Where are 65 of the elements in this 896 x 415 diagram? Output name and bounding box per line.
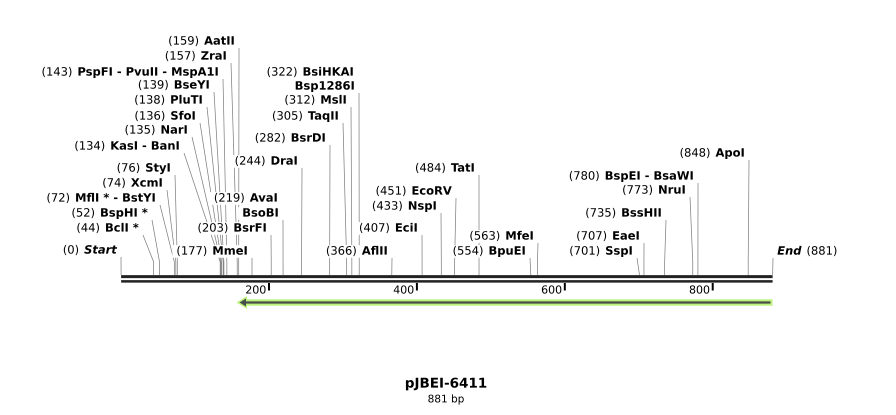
enzyme-label: (707) EaeI [572,230,644,243]
leader-line [142,234,154,276]
enzyme-label: (563) MfeI [465,230,538,243]
start-label: (0) Start [58,244,121,257]
enzyme-label: (701) SspI [565,245,637,258]
enzyme-label: (282) BsrDI [250,132,330,145]
leader-line [329,144,330,276]
leader-line [120,256,122,276]
enzyme-label: (554) BpuEI [448,245,530,258]
leader-line [152,220,160,276]
enzyme-label: (139) BseYI [134,79,214,92]
enzyme-label: (407) EciI [355,222,422,235]
leader-line [282,220,284,276]
leader-line [160,204,175,276]
enzyme-label: (773) NruI [618,184,690,197]
enzyme-label: (74) XcmI [98,177,167,190]
enzyme-label: (76) StyI [112,162,175,175]
leader-line [772,258,774,276]
leader-line [391,258,392,276]
map-title: pJBEI-6411 [406,378,486,390]
leader-line [537,242,538,276]
leader-line [690,196,694,276]
enzyme-label: (848) ApoI [676,147,749,160]
leader-line [174,174,178,276]
enzyme-label: Bsp1286I [290,80,359,93]
tick-label: 600 [542,285,562,294]
enzyme-label: (138) PluTI [130,94,207,107]
enzyme-label: (177) MmeI [172,245,252,258]
enzyme-label: (433) NspI [368,200,441,213]
end-label: End (881) [773,245,842,258]
leader-line [270,234,272,276]
leader-line [342,122,348,276]
enzyme-label: (72) MflI * - BstYI [42,192,160,205]
enzyme-label: (366) AflII [322,245,392,258]
enzyme-label: (219) AvaI [210,192,282,205]
leader-line [748,160,750,276]
enzyme-label: (136) SfoI [130,110,200,123]
enzyme-label: (203) BsrFI [193,222,271,235]
leader-line [664,220,666,276]
tick-label: 200 [246,285,266,294]
enzyme-label: (244) DraI [230,155,302,168]
enzyme-label: BsoBI [238,207,283,220]
leader-line [636,258,640,276]
enzyme-label: (322) BsiHKAI [262,66,358,79]
enzyme-label: (44) BclI * [72,222,143,235]
leader-line [301,168,302,276]
enzyme-label: (52) BspHI * [67,207,152,220]
enzyme-label: (451) EcoRV [372,185,456,198]
tick-label: 400 [394,285,414,294]
enzyme-label: (305) TaqII [268,110,343,123]
enzyme-label: (135) NarI [120,124,192,137]
leader-line [530,258,532,276]
enzyme-label: (780) BspEI - BsaWI [564,170,698,183]
sequence-length: 881 bp [428,394,464,405]
enzyme-label: (312) MslI [280,94,351,107]
enzyme-label: (143) PspFI - PvuII - MspA1I [38,66,223,79]
sequence-backbone [121,275,773,283]
enzyme-label: (134) KasI - BanI [70,140,184,153]
enzyme-label: (159) AatII [164,35,239,48]
enzyme-label: (484) TatI [410,162,479,175]
enzyme-label: (157) ZraI [160,50,231,63]
leader-line [350,106,352,276]
leader-line [440,212,442,276]
enzyme-label: (735) BssHII [581,207,666,220]
tick-label: 800 [690,285,710,294]
